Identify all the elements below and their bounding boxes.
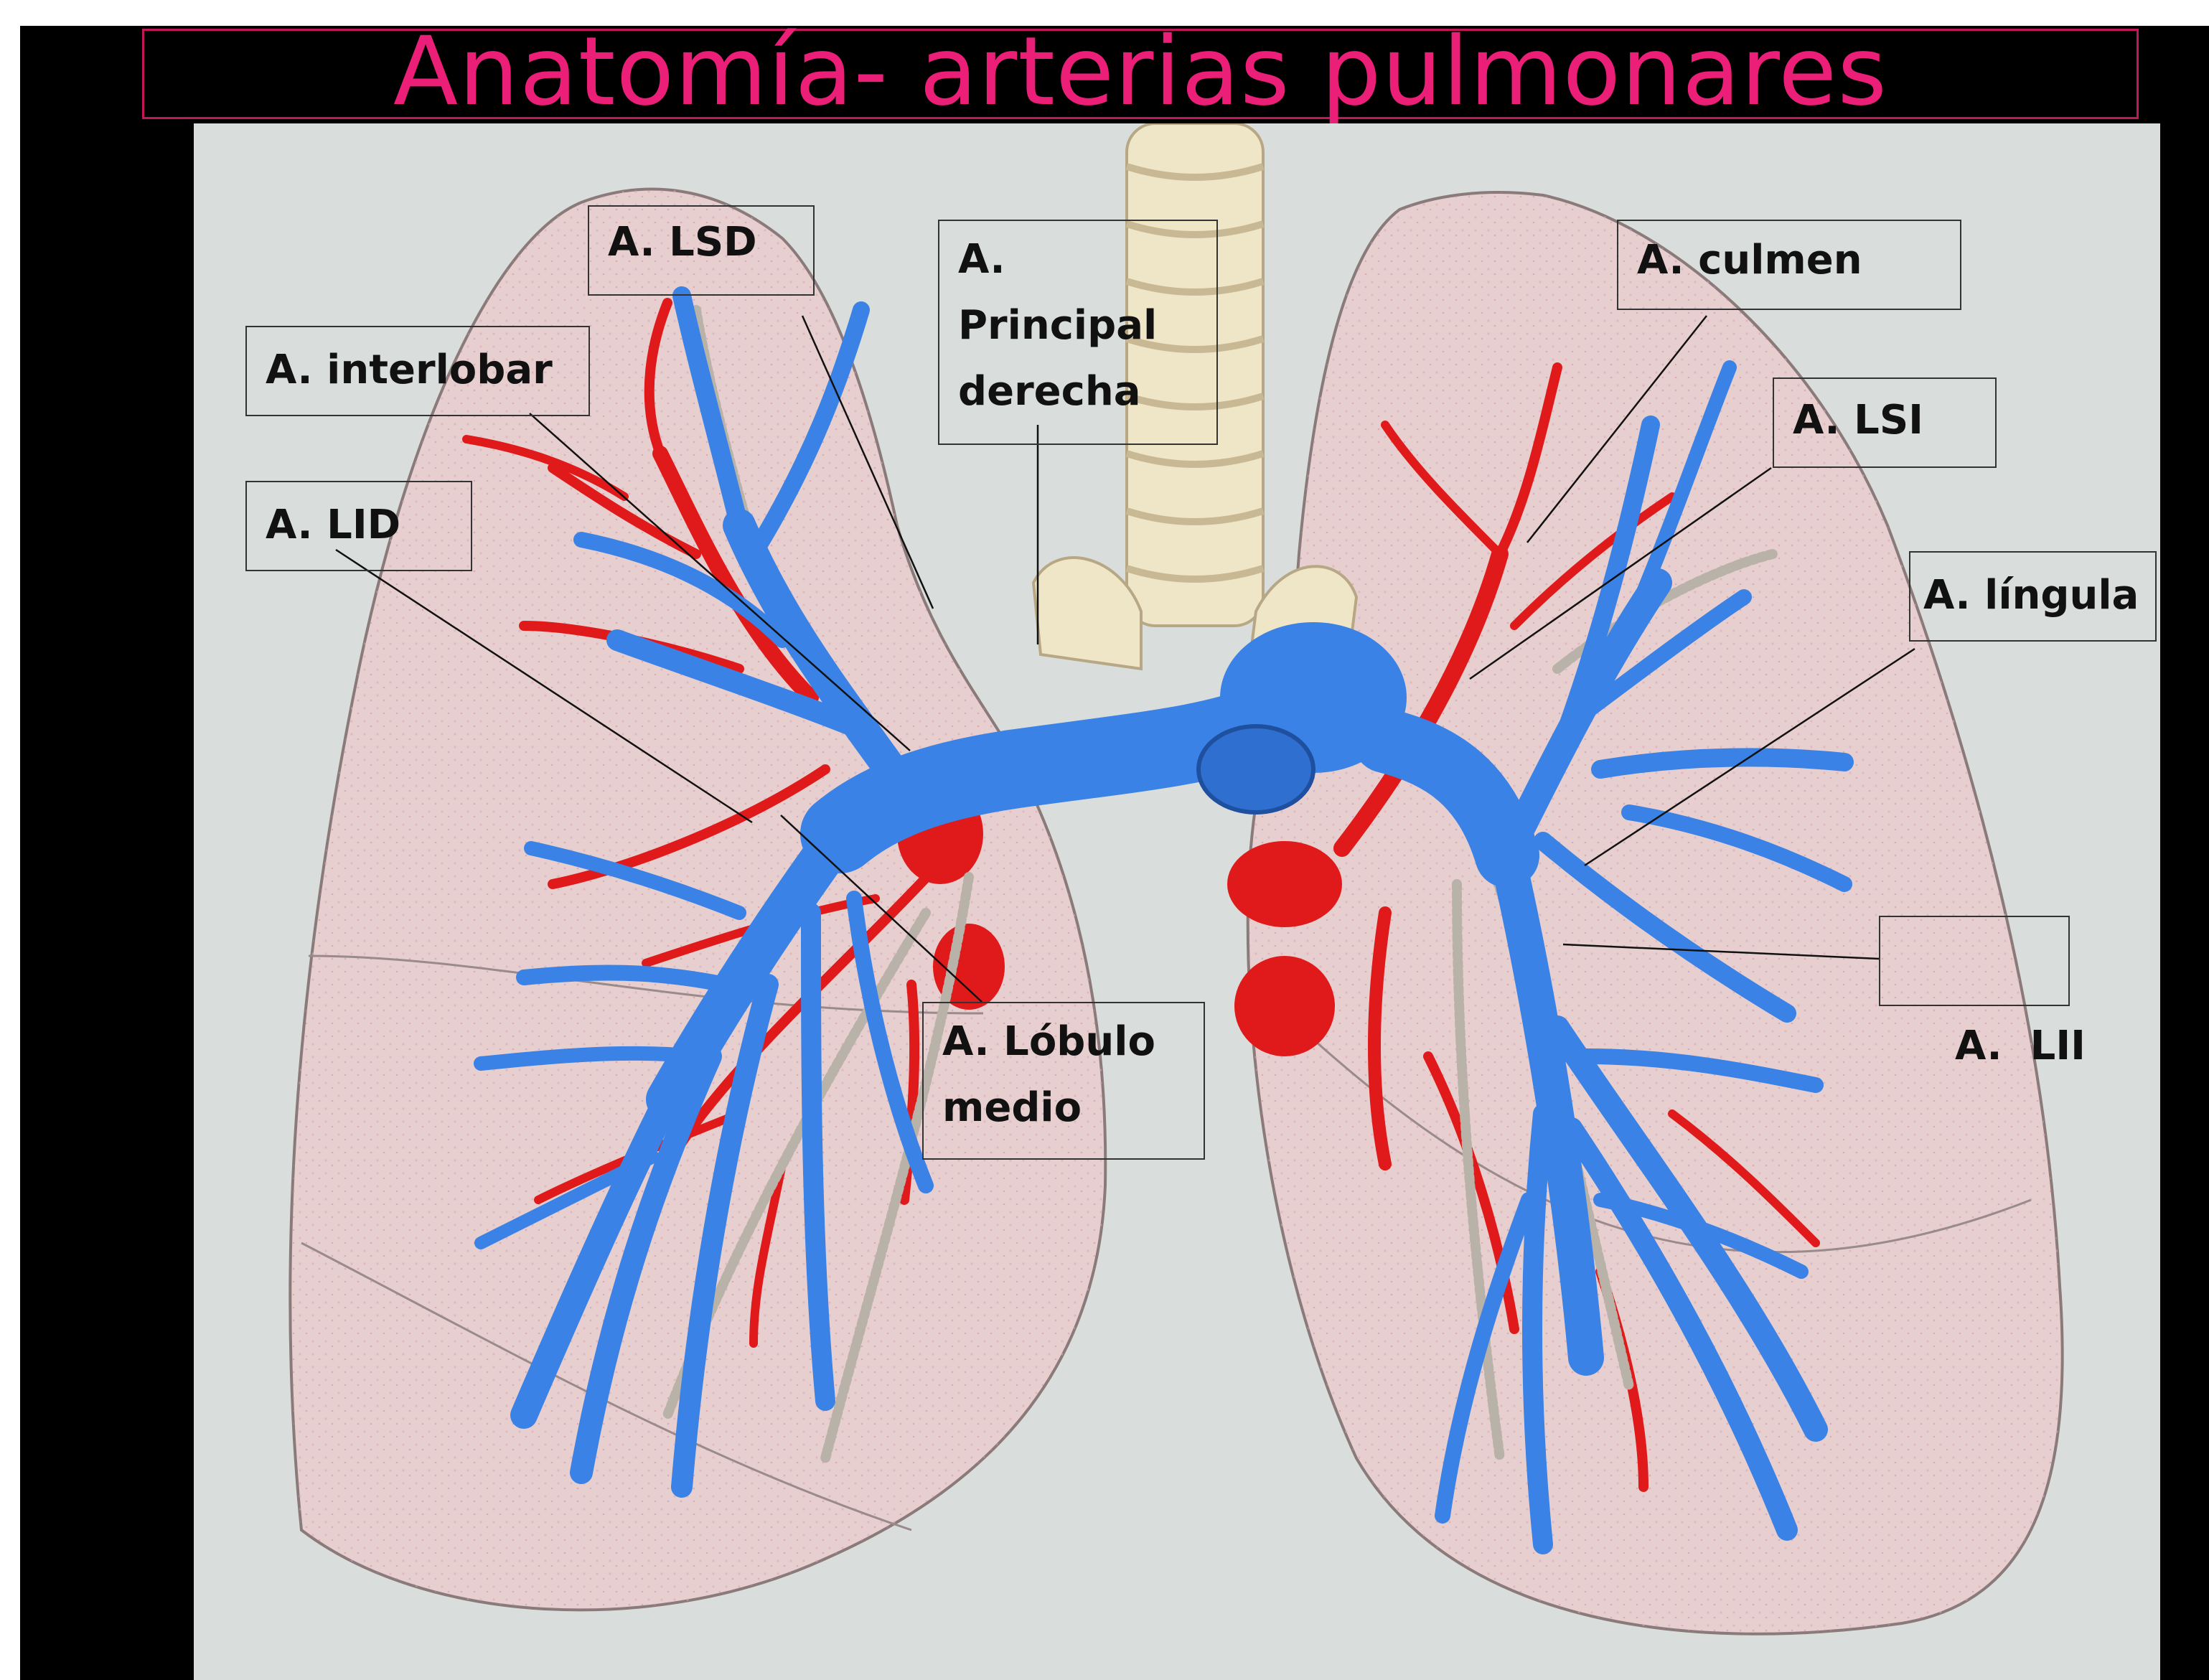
label-a-principal-derecha-line1: A. [958, 227, 1198, 293]
label-a-principal-derecha: A. Principal derecha [938, 220, 1218, 445]
label-a-lii: A. LII [1879, 916, 2070, 1006]
label-a-lid: A. LID [245, 481, 472, 571]
label-a-lingula: A. língula [1909, 551, 2157, 642]
label-a-lobulo-medio: A. Lóbulo medio [922, 1002, 1205, 1160]
label-a-lingula-text: A. língula [1923, 572, 2139, 619]
label-a-lsd-text: A. LSD [608, 219, 757, 266]
label-a-principal-derecha-line2: Principal [958, 293, 1198, 359]
label-a-principal-derecha-line3: derecha [958, 359, 1198, 425]
label-a-lsi-text: A. LSI [1793, 397, 1923, 444]
label-a-interlobar: A. interlobar [245, 326, 590, 416]
label-a-interlobar-text: A. interlobar [266, 347, 553, 393]
label-a-culmen: A. culmen [1617, 220, 1961, 310]
label-a-lii-text: A. LII [1955, 1023, 2086, 1069]
label-a-lobulo-medio-line2: medio [942, 1075, 1185, 1141]
slide-title: Anatomía- arterias pulmonares [393, 26, 1887, 126]
label-a-lobulo-medio-line1: A. Lóbulo [942, 1009, 1185, 1075]
label-a-lsi: A. LSI [1773, 377, 1997, 468]
label-a-lsd: A. LSD [588, 205, 815, 296]
slide: Anatomía- arterias pulmonares [20, 26, 2209, 1680]
label-a-culmen-text: A. culmen [1637, 237, 1862, 283]
title-box: Anatomía- arterias pulmonares [142, 29, 2139, 119]
label-a-lid-text: A. LID [266, 502, 400, 548]
